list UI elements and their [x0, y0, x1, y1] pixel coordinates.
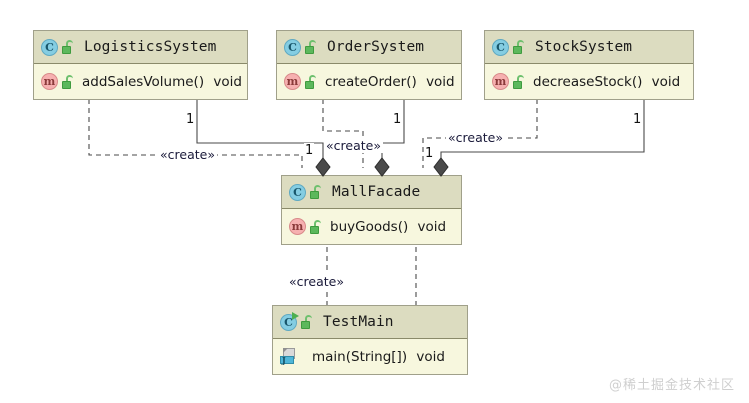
- watermark-text: @稀土掘金技术社区: [608, 378, 735, 393]
- method-signature-label: main(String[]): [312, 348, 408, 365]
- class-members-logistics-system: m addSalesVolume() void: [34, 64, 247, 99]
- class-name-label: LogisticsSystem: [84, 39, 217, 55]
- edge-create-order: [317, 91, 364, 168]
- class-box-logistics-system[interactable]: C LogisticsSystem m addSalesVolume() voi…: [33, 30, 248, 100]
- method-signature-label: addSalesVolume(): [82, 73, 205, 90]
- class-box-order-system[interactable]: C OrderSystem m createOrder() void: [276, 30, 462, 100]
- unlocked-padlock-icon: [310, 219, 322, 234]
- edge-label-create-logistics: «create»: [158, 147, 217, 162]
- method-icon: m: [289, 218, 306, 235]
- method-icon: m: [41, 73, 58, 90]
- edge-label-create-order: «create»: [324, 138, 383, 153]
- run-arrow-icon: [292, 311, 299, 320]
- class-header-test-main: C TestMain: [273, 306, 467, 339]
- multiplicity-order-top: 1: [392, 112, 403, 127]
- class-members-order-system: m createOrder() void: [277, 64, 461, 99]
- unlocked-padlock-icon: [305, 40, 317, 54]
- method-return-type-label: void: [417, 218, 447, 235]
- class-name-label: MallFacade: [332, 184, 421, 200]
- method-signature-label: buyGoods(): [330, 218, 409, 235]
- method-return-type-label: void: [213, 73, 242, 90]
- class-members-stock-system: m decreaseStock() void: [485, 64, 693, 99]
- unlocked-padlock-icon: [513, 74, 525, 89]
- member-row: decreaseStock() void: [533, 74, 680, 90]
- method-signature-label: createOrder(): [325, 73, 417, 90]
- member-row: main(String[]) void: [312, 349, 445, 365]
- unlocked-padlock-icon: [62, 40, 74, 54]
- multiplicity-logistics-diamond: 1: [304, 143, 315, 158]
- member-row: buyGoods() void: [330, 219, 446, 235]
- member-row: createOrder() void: [325, 74, 455, 90]
- diamond-logistics: [315, 157, 331, 177]
- member-row: addSalesVolume() void: [82, 74, 242, 90]
- class-name-label: OrderSystem: [327, 39, 425, 55]
- class-icon: C: [492, 38, 509, 56]
- multiplicity-logistics-top: 1: [185, 112, 196, 127]
- method-signature-label: decreaseStock(): [533, 73, 643, 90]
- class-name-label: TestMain: [323, 314, 394, 330]
- class-members-test-main: J main(String[]) void: [273, 339, 467, 374]
- unlocked-padlock-icon: [513, 40, 525, 54]
- edge-label-create-testmain: «create»: [287, 274, 346, 289]
- unlocked-padlock-icon: [305, 74, 317, 89]
- java-main-icon: J: [280, 348, 298, 365]
- unlocked-padlock-icon: [62, 74, 74, 89]
- class-box-test-main[interactable]: C TestMain J main(String[]) void: [272, 305, 468, 375]
- class-header-order-system: C OrderSystem: [277, 31, 461, 64]
- unlocked-padlock-icon: [301, 315, 313, 329]
- edge-label-create-stock: «create»: [446, 130, 505, 145]
- class-name-label: StockSystem: [535, 39, 633, 55]
- class-icon: C: [41, 38, 58, 56]
- method-return-type-label: void: [426, 73, 455, 90]
- unlocked-padlock-icon: [310, 185, 322, 199]
- multiplicity-stock-top: 1: [632, 112, 643, 127]
- diamond-stock: [433, 157, 449, 177]
- class-members-mall-facade: m buyGoods() void: [282, 209, 461, 244]
- diamond-order: [374, 157, 390, 177]
- method-return-type-label: void: [416, 348, 445, 365]
- method-return-type-label: void: [651, 73, 681, 90]
- class-header-stock-system: C StockSystem: [485, 31, 693, 64]
- runnable-class-icon: C: [280, 311, 299, 331]
- class-icon: C: [289, 183, 306, 201]
- method-icon: m: [492, 73, 509, 90]
- multiplicity-stock-diamond: 1: [424, 146, 435, 161]
- class-header-mall-facade: C MallFacade: [282, 176, 461, 209]
- edge-assoc-order: [381, 91, 410, 166]
- method-icon: m: [284, 73, 301, 90]
- class-box-mall-facade[interactable]: C MallFacade m buyGoods() void: [281, 175, 462, 245]
- class-header-logistics-system: C LogisticsSystem: [34, 31, 247, 64]
- class-box-stock-system[interactable]: C StockSystem m decreaseStock() void: [484, 30, 694, 100]
- class-icon: C: [284, 38, 301, 56]
